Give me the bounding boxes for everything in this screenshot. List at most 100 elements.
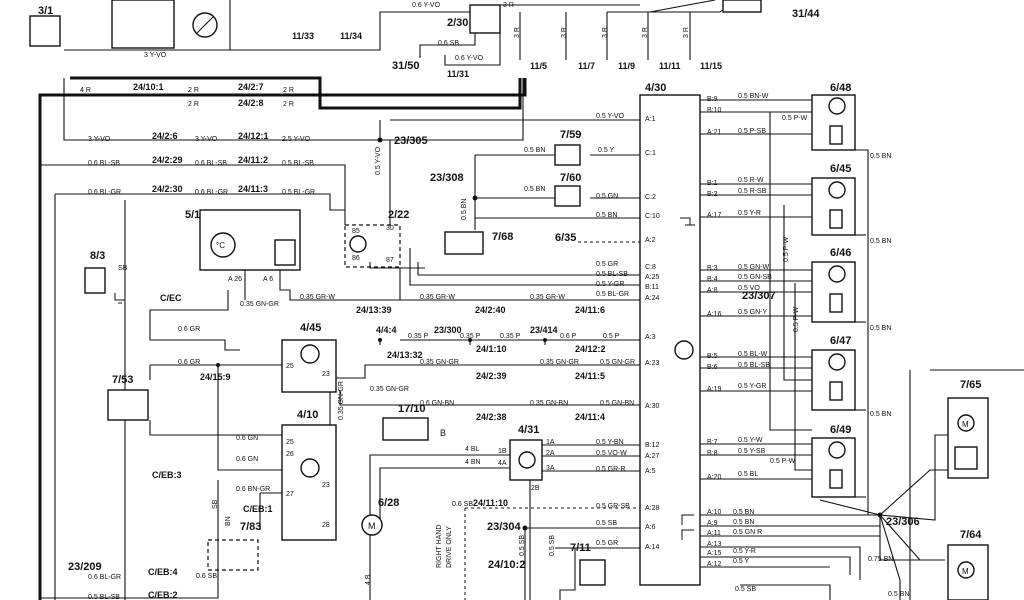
pin-label-31: B:7 [707, 439, 718, 446]
ignition-switch-box [29, 15, 61, 47]
wire-label-30: 0.35 GR-W [300, 294, 335, 301]
component-label-30: 7/64 [960, 529, 982, 541]
junctions [216, 137, 883, 531]
wire-label-68: 0.5 Y-R [738, 210, 761, 217]
wire-label-41: 0.35 GN-GR [420, 359, 459, 366]
wire-label-55: 0.6 BN-GR [236, 486, 270, 493]
wire-label-83: 0.5 BN [870, 411, 891, 418]
pin-label-46: 27 [286, 491, 294, 498]
wire-label-19: 0.5 BN [524, 186, 545, 193]
wire-label-56: 0.6 SB [452, 501, 473, 508]
connector-label-27: 24/15:9 [200, 372, 231, 382]
pin-label-23: A:17 [707, 212, 722, 219]
component-label-27: 23/304 [487, 521, 522, 533]
switch-7-83 [207, 539, 259, 571]
component-label-16: 6/46 [830, 247, 851, 259]
rotated-label-4: 0.35 GN-GR [338, 381, 345, 420]
motor-glyph-7-65: M [962, 420, 969, 429]
component-label-8: 6/45 [830, 163, 851, 175]
component-label-5: 6/48 [830, 82, 851, 94]
wire-label-2: 0.6 SB [438, 40, 459, 47]
wire-label-4: 0.6 Y-VO [455, 55, 484, 62]
component-label-4: 4/30 [645, 82, 666, 94]
component-label-28: 23/306 [886, 516, 920, 528]
pin-label-45: 26 [286, 451, 294, 458]
component-label-12: 2/22 [388, 209, 409, 221]
pin-label-58: 87 [386, 257, 394, 264]
connector-17-10 [382, 417, 429, 441]
wire-label-13: 2.5 Y-VO [282, 136, 311, 143]
motor-6-49 [828, 441, 846, 459]
wire-label-9: 2 R [283, 101, 294, 108]
sensor-7-59 [554, 144, 581, 166]
sensor-5-1-switch [274, 239, 296, 266]
wire-label-70: 0.5 GN-SB [738, 274, 772, 281]
pin-label-0: A:1 [645, 116, 656, 123]
wire-label-16: 0.6 BL-SB [88, 160, 120, 167]
motor-6-47 [828, 353, 846, 371]
component-label-2: 31/44 [792, 8, 820, 20]
connector-label-33: C/EB:1 [243, 504, 273, 514]
connector-label-24: 24/1:10 [476, 344, 507, 354]
motor-6-45 [828, 181, 846, 199]
pin-label-42: 25 [286, 363, 294, 370]
wire-label-37: 0.35 P [500, 333, 521, 340]
connector-label-25: 24/12:2 [575, 344, 606, 354]
connector-label-10: 24/2:8 [238, 98, 264, 108]
rotated-label-16: 3 R [683, 27, 690, 38]
pin-label-37: A:13 [707, 541, 722, 548]
pin-label-50: 2A [546, 450, 555, 457]
wire-label-66: 0.5 R-W [738, 177, 764, 184]
wire-label-8: 2 R [188, 101, 199, 108]
connector-label-26: 24/13:32 [387, 350, 423, 360]
wire-label-76: 0.5 Y-W [738, 437, 763, 444]
connector-label-34: 24/11:10 [473, 498, 508, 508]
wire-label-74: 0.5 BL-SB [738, 362, 770, 369]
component-label-6: 23/305 [394, 135, 428, 147]
connector-label-36: C/EB:2 [148, 590, 178, 600]
wire-label-78: 0.5 BL [738, 471, 758, 478]
connector-label-0: 11/33 [292, 31, 314, 41]
wire-label-89: 0.75 BN [868, 556, 893, 563]
pin-label-39: A:12 [707, 561, 722, 568]
wire-label-87: 0.5 Y-R [733, 548, 756, 555]
pin-label-15: A:28 [645, 505, 660, 512]
wire-label-44: 0.35 GN-GR [370, 386, 409, 393]
rotated-label-0: RIGHT HAND [436, 525, 443, 568]
component-label-25: 4/31 [518, 424, 539, 436]
wire-label-27: 0.5 Y-GR [596, 281, 624, 288]
sensor-5-1-gauge [210, 232, 236, 258]
wire-label-81: 0.5 BN [870, 238, 891, 245]
pin-label-12: B:12 [645, 442, 660, 449]
component-label-17: 23/307 [742, 290, 776, 302]
connector-label-32: C/EB:3 [152, 470, 182, 480]
rotated-label-11: 0.5 SB [549, 535, 556, 556]
wire-label-82: 0.5 BN [870, 325, 891, 332]
connector-label-8: 24/10:1 [133, 82, 164, 92]
wire-label-14: 0.5 BN [524, 147, 545, 154]
wire-label-77: 0.5 Y-SB [738, 448, 766, 455]
wire-label-71: 0.5 VO [738, 285, 760, 292]
wire-label-29: 0.35 GN-GR [240, 301, 279, 308]
pin-label-27: A:16 [707, 311, 722, 318]
connector-label-19: 24/2:40 [475, 305, 506, 315]
pin-label-9: A:3 [645, 334, 656, 341]
motor-6-48 [828, 97, 846, 115]
wire-label-28: 0.5 BL-GR [596, 291, 629, 298]
connector-label-22: 23/300 [434, 325, 462, 335]
sensor-glyph-5-1: °C [216, 241, 225, 250]
wire-label-31: 0.35 GR-W [420, 294, 455, 301]
connector-label-16: 24/11:3 [238, 184, 268, 194]
component-label-1: 2/30 [447, 17, 468, 29]
connector-label-1: 11/34 [340, 31, 362, 41]
pin-label-28: B:5 [707, 353, 718, 360]
connector-label-35: C/EB:4 [148, 567, 178, 577]
pin-label-14: A:5 [645, 468, 656, 475]
wire-label-57: 0.5 GR-SB [596, 503, 630, 510]
connector-label-5: 11/9 [618, 61, 635, 71]
wire-label-73: 0.5 BL-W [738, 351, 768, 358]
control-module-symbol [674, 340, 694, 360]
sensor-7-53 [107, 389, 149, 421]
